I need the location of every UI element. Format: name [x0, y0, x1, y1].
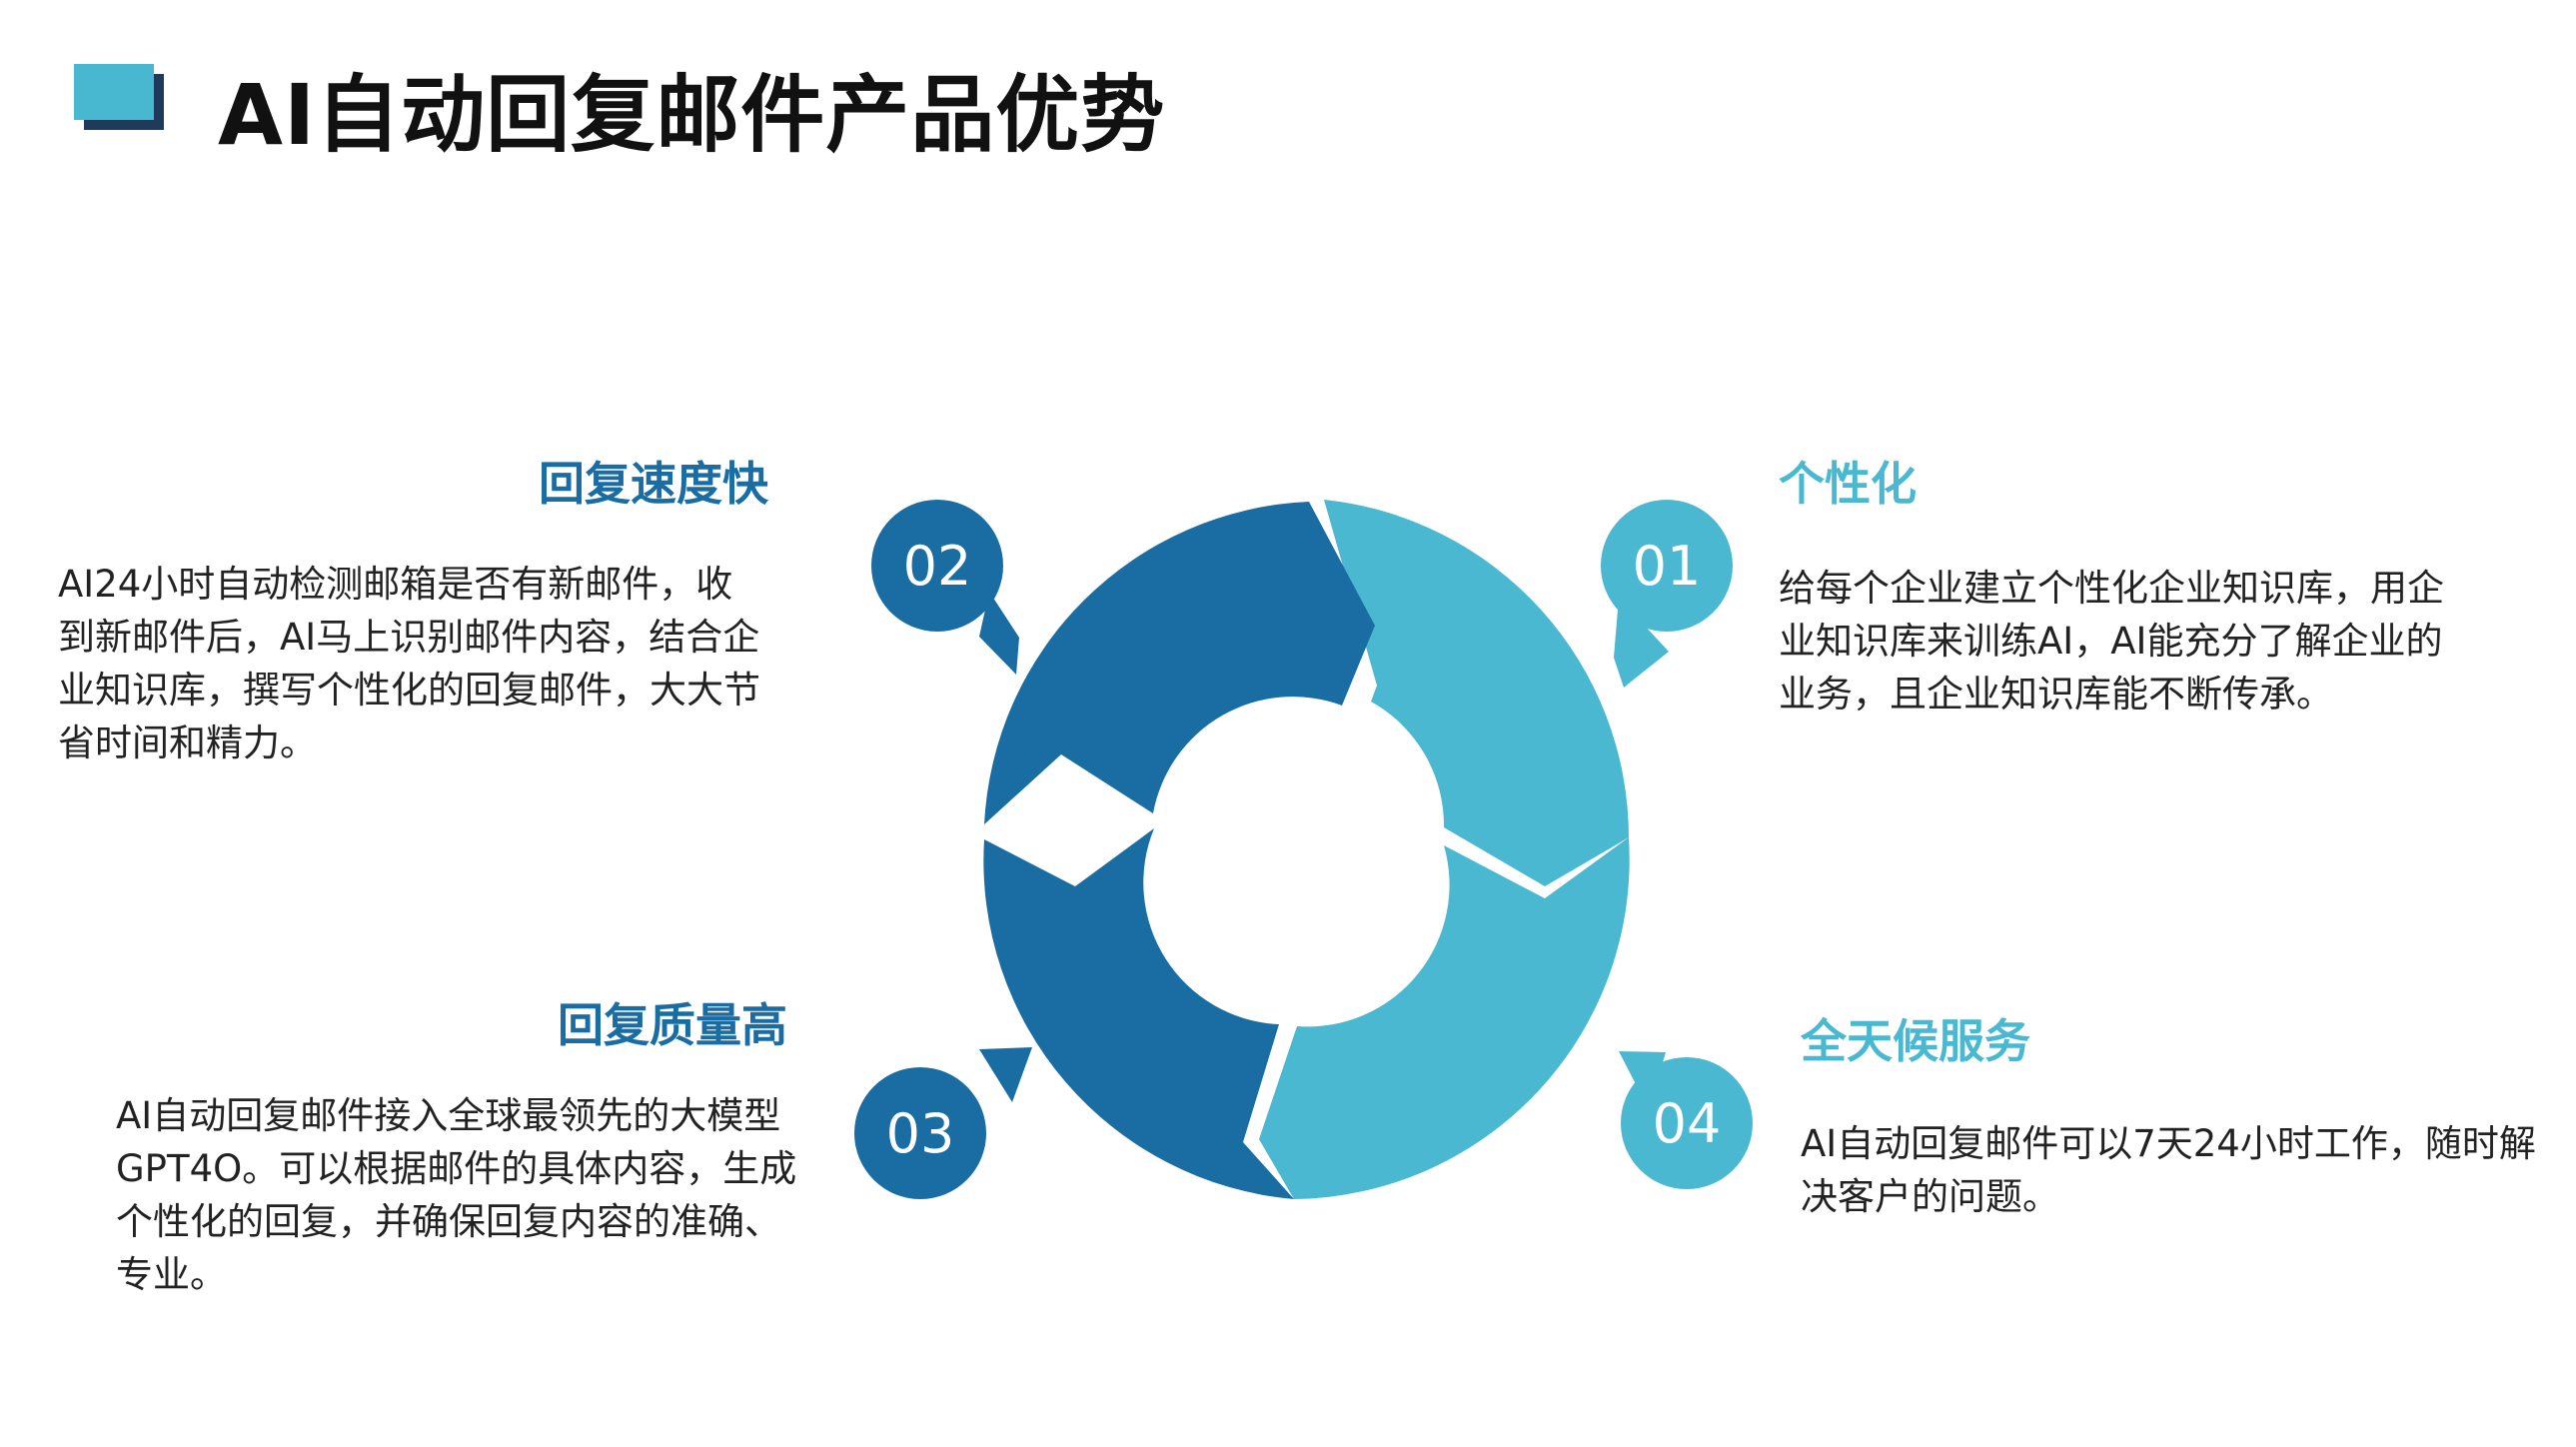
heading-01: 个性化 [1779, 457, 1917, 511]
segment-03-high-quality [983, 828, 1294, 1199]
title-mark-icon [74, 64, 166, 130]
segment-02-fast-reply [984, 502, 1375, 824]
page-title: AI自动回复邮件产品优势 [218, 66, 1166, 164]
arrow-pointer-02 [979, 592, 1019, 675]
badge-02: 02 [871, 500, 1003, 632]
badge-03: 03 [854, 1067, 986, 1199]
description-02: AI24小时自动检测邮箱是否有新邮件，收到新邮件后，AI马上识别邮件内容，结合企… [58, 563, 760, 764]
arrow-pointer-03 [979, 1047, 1032, 1102]
description-03: AI自动回复邮件接入全球最领先的大模型GPT4O。可以根据邮件的具体内容，生成个… [116, 1094, 797, 1296]
heading-04: 全天候服务 [1801, 1014, 2030, 1068]
badge-04: 04 [1621, 1057, 1753, 1189]
arrow-pointer-01 [1614, 598, 1669, 688]
description-01: 给每个企业建立个性化企业知识库，用企业知识库来训练AI，AI能充分了解企业的业务… [1779, 567, 2444, 716]
segment-04-all-day-service [1259, 837, 1630, 1199]
heading-03: 回复质量高 [558, 998, 787, 1052]
title-mark-square [74, 64, 154, 120]
badge-01: 01 [1601, 500, 1733, 632]
cycle-diagram [979, 500, 1669, 1199]
segment-01-personalization [1324, 500, 1629, 886]
heading-02: 回复速度快 [539, 457, 768, 511]
description-04: AI自动回复邮件可以7天24小时工作，随时解决客户的问题。 [1801, 1122, 2536, 1218]
